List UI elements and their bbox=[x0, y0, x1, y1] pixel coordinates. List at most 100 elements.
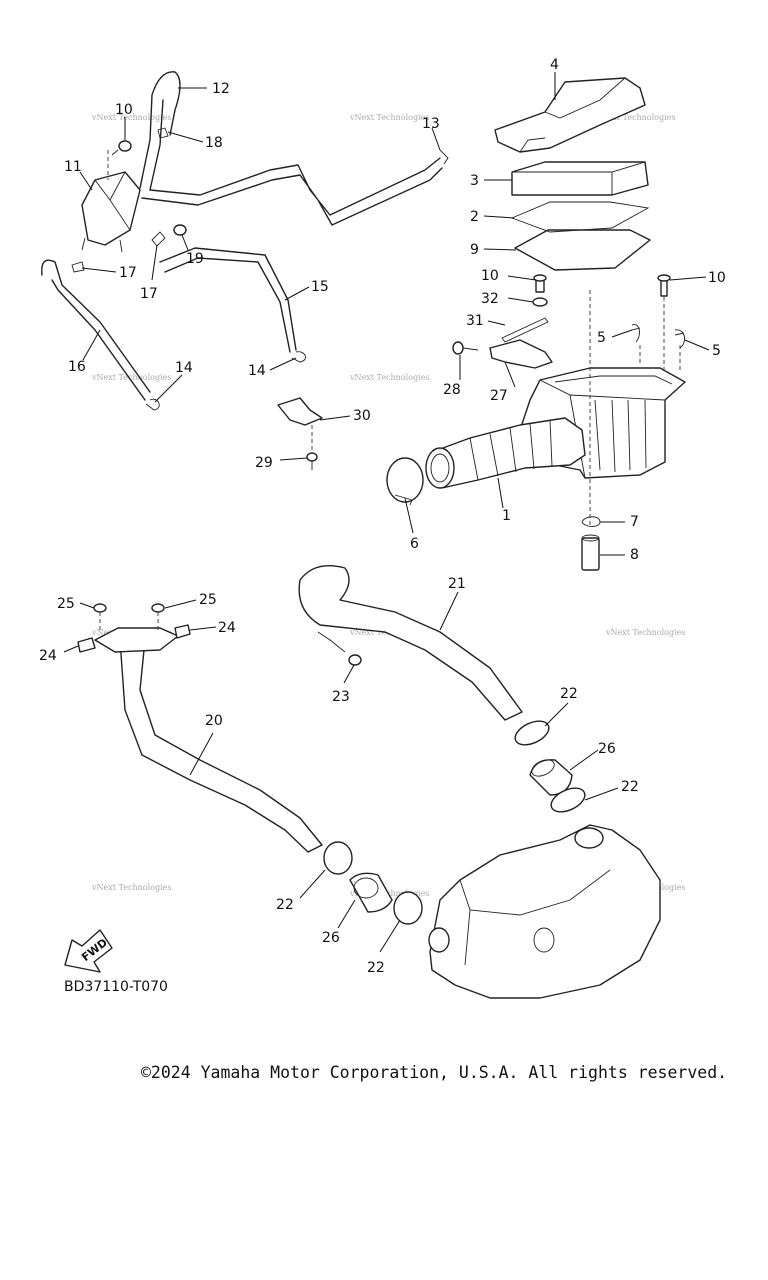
air-duct-20 bbox=[119, 639, 323, 853]
duct-21-bracket bbox=[317, 631, 346, 653]
gasket bbox=[510, 201, 650, 233]
watermark: vNext Technologies bbox=[91, 113, 171, 122]
clamp-22c bbox=[323, 841, 353, 875]
clip-13 bbox=[439, 149, 449, 165]
breather-hose-15 bbox=[159, 247, 297, 353]
forward-arrow-icon: FWD bbox=[64, 929, 113, 973]
watermark: vNext Technologies bbox=[349, 373, 429, 382]
callout-1: 1 bbox=[502, 508, 511, 524]
watermark: vNext Technologies bbox=[349, 113, 429, 122]
joint-26a bbox=[529, 759, 573, 796]
clamp-22d bbox=[393, 891, 423, 925]
callout-24: 24 bbox=[218, 620, 236, 636]
callout-26: 26 bbox=[322, 930, 340, 946]
watermark: vNext Technologies bbox=[349, 889, 429, 898]
callout-25: 25 bbox=[57, 596, 75, 612]
callout-11: 11 bbox=[64, 159, 82, 175]
parts-diagram: vNext Technologies vNext Technologies vN… bbox=[39, 57, 726, 999]
bracket-27 bbox=[489, 339, 553, 369]
air-box-cap bbox=[494, 77, 646, 153]
callout-22: 22 bbox=[560, 686, 578, 702]
callout-18: 18 bbox=[205, 135, 223, 151]
bolt-25b bbox=[151, 603, 165, 632]
callout-28: 28 bbox=[443, 382, 461, 398]
bolt-28 bbox=[452, 341, 479, 355]
watermark: vNext Technologies bbox=[595, 113, 675, 122]
bolt-10b bbox=[657, 274, 671, 297]
callout-22: 22 bbox=[621, 779, 639, 795]
callout-17: 17 bbox=[119, 265, 137, 281]
callout-5: 5 bbox=[597, 330, 606, 346]
grommet-19 bbox=[173, 224, 187, 236]
callout-2: 2 bbox=[470, 209, 479, 225]
callout-22: 22 bbox=[276, 897, 294, 913]
callout-14: 14 bbox=[175, 360, 193, 376]
watermark: vNext Technologies bbox=[91, 373, 171, 382]
watermark: vNext Technologies bbox=[91, 883, 171, 892]
bolt-10c bbox=[111, 140, 132, 156]
callout-21: 21 bbox=[448, 576, 466, 592]
diagram-code: BD37110-T070 bbox=[64, 979, 168, 995]
callout-10: 10 bbox=[481, 268, 499, 284]
callout-6: 6 bbox=[410, 536, 419, 552]
breather-hose-13 bbox=[141, 157, 443, 226]
callout-31: 31 bbox=[466, 313, 484, 329]
callout-27: 27 bbox=[490, 388, 508, 404]
callout-29: 29 bbox=[255, 455, 273, 471]
callout-26: 26 bbox=[598, 741, 616, 757]
callout-12: 12 bbox=[212, 81, 230, 97]
callout-17: 17 bbox=[140, 286, 158, 302]
callout-labels: 1 2 3 4 5 5 6 7 8 9 10 10 10 11 12 13 14… bbox=[39, 57, 726, 976]
callout-9: 9 bbox=[470, 242, 479, 258]
callout-30: 30 bbox=[353, 408, 371, 424]
joint-26b bbox=[349, 872, 393, 913]
callout-5: 5 bbox=[712, 343, 721, 359]
drain-tube-8 bbox=[581, 534, 600, 571]
clip-5a bbox=[631, 324, 641, 343]
clip-14b bbox=[145, 398, 160, 411]
bolt-10a bbox=[533, 274, 547, 293]
callout-10: 10 bbox=[708, 270, 726, 286]
clamp-22a bbox=[514, 720, 550, 746]
callout-32: 32 bbox=[481, 291, 499, 307]
watermark: vNext Technologies bbox=[605, 628, 685, 637]
clip-14a bbox=[291, 351, 306, 363]
clip-5b bbox=[674, 329, 686, 349]
bolt-29 bbox=[306, 452, 318, 470]
callout-16: 16 bbox=[68, 359, 86, 375]
callout-24: 24 bbox=[39, 648, 57, 664]
band-31 bbox=[501, 317, 549, 343]
clip-18 bbox=[157, 127, 169, 139]
clamp-6 bbox=[386, 457, 424, 506]
breather-hose-16 bbox=[41, 259, 151, 401]
callout-8: 8 bbox=[630, 547, 639, 563]
callout-13: 13 bbox=[422, 116, 440, 132]
callout-7: 7 bbox=[630, 514, 639, 530]
air-duct-21 bbox=[298, 565, 523, 721]
leader-lines bbox=[63, 72, 710, 953]
callout-22: 22 bbox=[367, 960, 385, 976]
nut-24b bbox=[174, 624, 191, 639]
air-filter-element bbox=[511, 161, 649, 196]
clamp-22b bbox=[550, 787, 586, 813]
bolt-23 bbox=[348, 654, 362, 666]
callout-25: 25 bbox=[199, 592, 217, 608]
callout-20: 20 bbox=[205, 713, 223, 729]
nut-24a bbox=[77, 637, 96, 653]
bracket-30 bbox=[277, 397, 323, 426]
breather-hose-12 bbox=[139, 71, 181, 191]
seal bbox=[514, 229, 651, 271]
callout-15: 15 bbox=[311, 279, 329, 295]
washer-32 bbox=[532, 297, 548, 307]
clip-17a bbox=[71, 261, 85, 273]
callout-4: 4 bbox=[550, 57, 559, 73]
copyright-notice: ©2024 Yamaha Motor Corporation, U.S.A. A… bbox=[141, 1063, 728, 1082]
callout-10: 10 bbox=[115, 102, 133, 118]
callout-14: 14 bbox=[248, 363, 266, 379]
clip-7 bbox=[581, 516, 601, 527]
intake-duct bbox=[425, 417, 586, 489]
callout-19: 19 bbox=[186, 251, 204, 267]
callout-23: 23 bbox=[332, 689, 350, 705]
callout-3: 3 bbox=[470, 173, 479, 189]
engine-cover bbox=[428, 824, 661, 999]
